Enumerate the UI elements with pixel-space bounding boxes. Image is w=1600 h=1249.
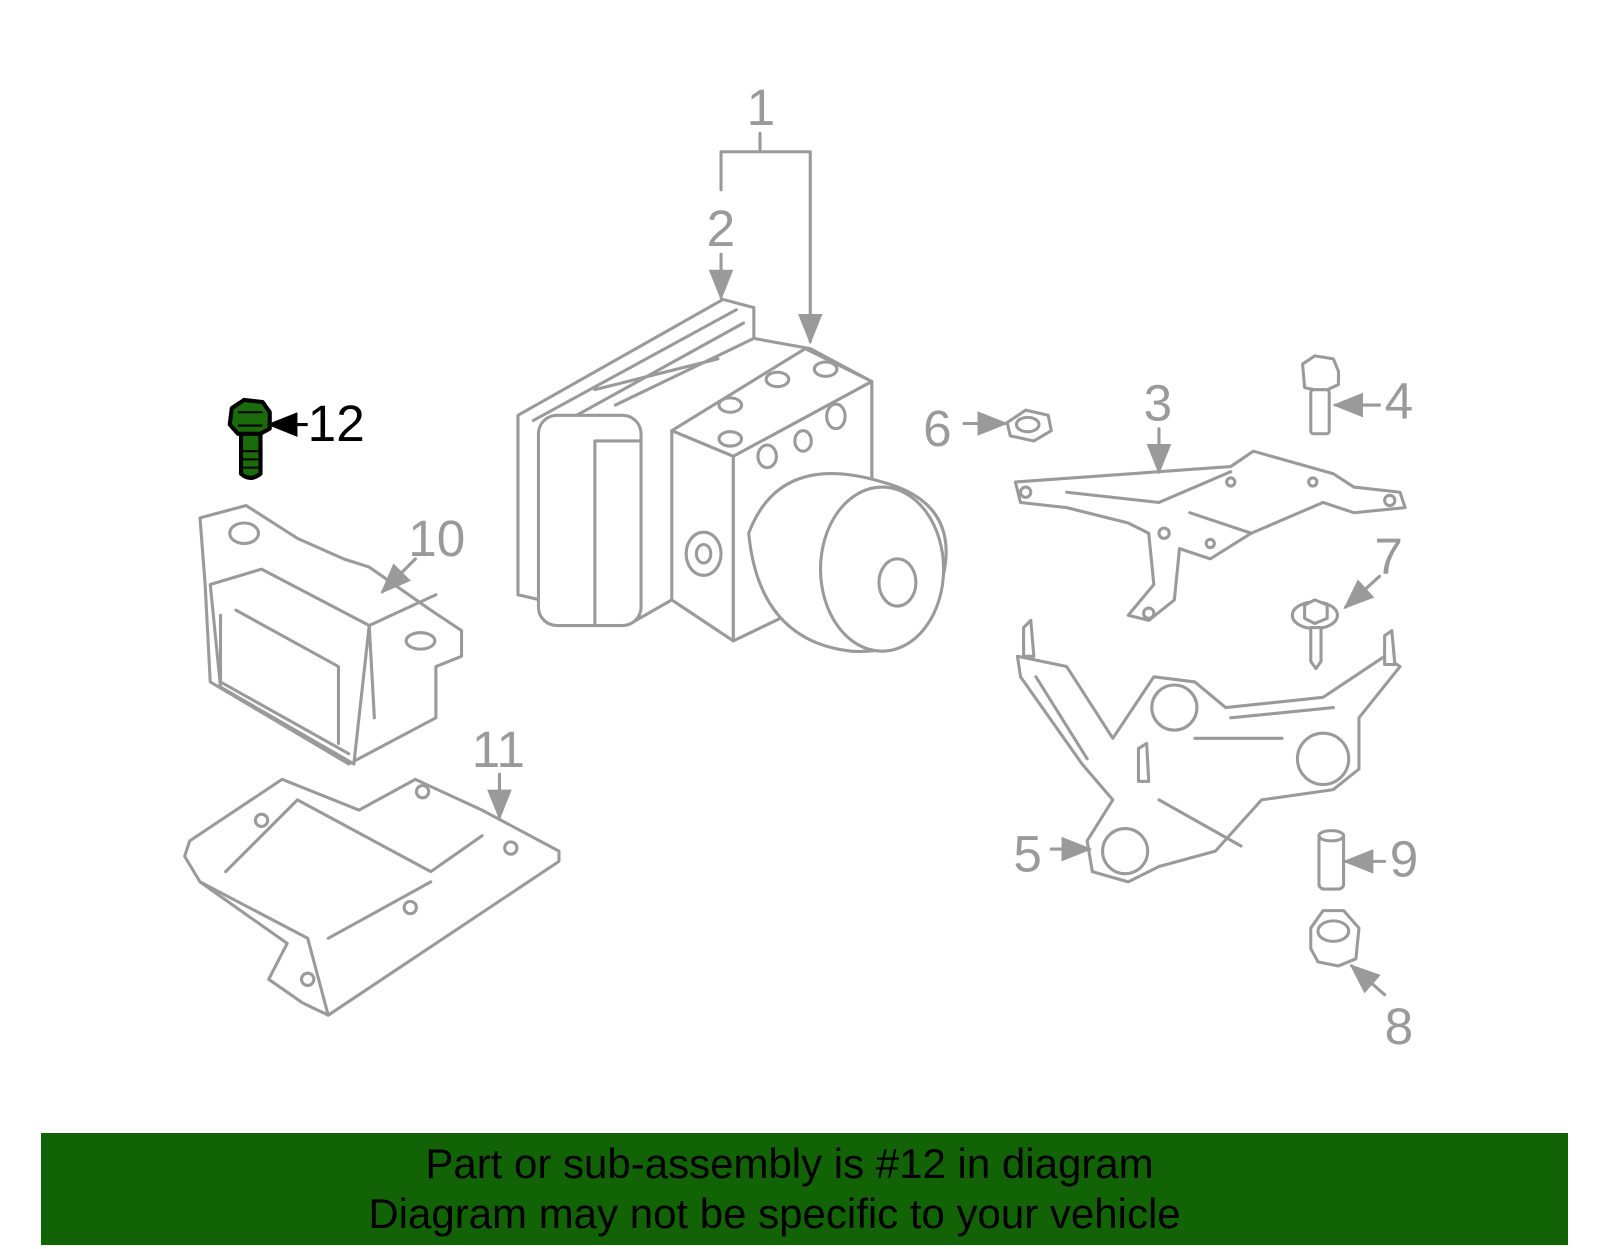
banner-disclaimer: Diagram may not be specific to your vehi… bbox=[368, 1190, 1181, 1237]
grommet-part-8[interactable] bbox=[1309, 909, 1361, 968]
control-module-part-10[interactable] bbox=[198, 504, 464, 766]
bracket-part-5[interactable] bbox=[1015, 618, 1402, 884]
callout-7: 7 bbox=[1374, 528, 1403, 585]
callout-1: 1 bbox=[747, 79, 776, 136]
sleeve-part-9[interactable] bbox=[1317, 829, 1346, 891]
callout-10: 10 bbox=[408, 510, 465, 567]
callout-4: 4 bbox=[1385, 372, 1414, 429]
info-banner: Part or sub-assembly is #12 in diagram D… bbox=[41, 1133, 1568, 1245]
callout-8: 8 bbox=[1385, 998, 1414, 1055]
bolt-part-4[interactable] bbox=[1301, 354, 1340, 436]
callout-5: 5 bbox=[1013, 826, 1042, 883]
mounting-plate-part-11[interactable] bbox=[183, 777, 561, 1017]
callout-6: 6 bbox=[923, 400, 952, 457]
nut-part-6[interactable] bbox=[1005, 408, 1053, 443]
bracket-part-3[interactable] bbox=[1013, 449, 1407, 622]
callout-11: 11 bbox=[472, 721, 525, 778]
callout-9: 9 bbox=[1390, 831, 1419, 888]
screw-part-7[interactable] bbox=[1290, 598, 1339, 671]
callout-2: 2 bbox=[707, 200, 736, 257]
callout-12: 12 bbox=[308, 395, 365, 452]
callout-3: 3 bbox=[1144, 374, 1173, 431]
abs-module-part-1[interactable] bbox=[516, 297, 948, 653]
banner-part-note: Part or sub-assembly is #12 in diagram bbox=[425, 1140, 1154, 1187]
bolt-part-12-highlighted[interactable] bbox=[227, 397, 272, 480]
